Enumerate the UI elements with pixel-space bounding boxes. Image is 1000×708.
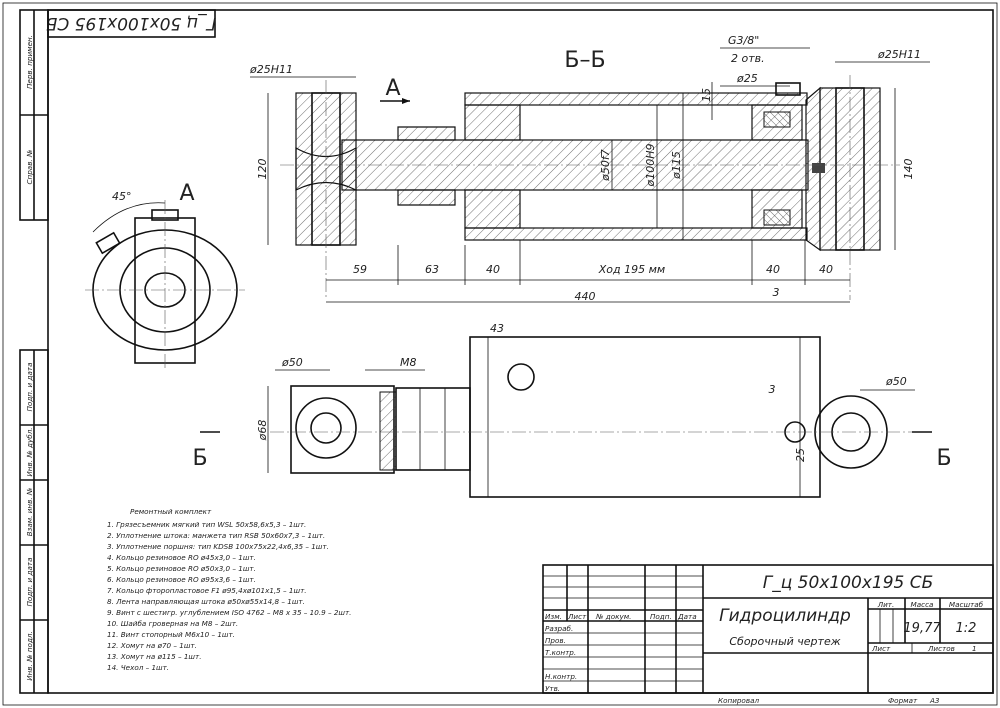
list-item: 9. Винт с шестигр. углублением ISO 4762 …: [107, 608, 351, 617]
dim-label: ø25H11: [249, 63, 293, 76]
list-item: 10. Шайба гроверная на M8 – 2шт.: [107, 619, 238, 628]
mass-value: 19,77: [903, 621, 941, 636]
copied-label: Копировал: [718, 696, 759, 705]
document-type: Сборочный чертеж: [729, 635, 840, 648]
dim-label: 25: [794, 448, 807, 462]
strip-label: Перв. примен.: [25, 35, 34, 89]
role-label: Утв.: [545, 684, 560, 693]
port-view: [507, 363, 535, 391]
format-value: А3: [929, 696, 940, 705]
list-item: 4. Кольцо резиновое RO ø45x3,0 – 1шт.: [107, 553, 256, 562]
dim-label: ø50: [281, 356, 303, 369]
side-strip: Перв. примен. Справ. № Подп. и дата Инв.…: [19, 9, 49, 694]
dim-label: ø100H9: [644, 144, 657, 188]
list-item: 2. Уплотнение штока: манжета тип RSB 50x…: [107, 531, 325, 540]
dim-label: ø50: [885, 375, 907, 388]
format-label: Формат: [888, 696, 918, 705]
strip-label: Подп. и дата: [25, 363, 34, 412]
repair-kit-title: Ремонтный комплект: [130, 507, 212, 516]
designation: Г_ц 50x100x195 СБ: [763, 573, 934, 593]
strip-label: Инв. № подл.: [25, 631, 34, 681]
dimensions: ø25H11 ø25H11 G3/8" 2 отв. ø25 15 120 14…: [249, 34, 930, 303]
dim-label: G3/8": [728, 34, 759, 47]
scale-value: 1:2: [956, 621, 977, 636]
header-label: Изм.: [545, 612, 562, 621]
scale-label: Масштаб: [949, 600, 984, 609]
strip-label: Взам. инв. №: [25, 488, 34, 537]
list-item: 7. Кольцо фторопластовое F1 ø95,4xø101x1…: [107, 586, 307, 595]
section-mark-right: Б: [936, 446, 951, 471]
role-label: Н.контр.: [545, 672, 577, 681]
role-label: Пров.: [545, 636, 566, 645]
dim-label: 63: [425, 263, 439, 276]
role-label: Т.контр.: [545, 648, 576, 657]
part-name: Гидроцилиндр: [719, 606, 851, 626]
header-label: № докум.: [595, 612, 631, 621]
list-item: 12. Хомут на ø70 – 1шт.: [107, 641, 197, 650]
strip-label: Инв. № дубл.: [25, 427, 34, 476]
dim-label: 140: [902, 159, 915, 180]
view-a: А 45°: [85, 181, 245, 370]
strip-label: Подп. и дата: [25, 558, 34, 607]
gland-nut: [397, 126, 456, 206]
dim-label: 43: [490, 322, 504, 335]
dim-label: 40: [486, 263, 500, 276]
cylinder-tube: [464, 92, 808, 106]
lit-label: Лит.: [877, 600, 895, 609]
list-item: 13. Хомут на ø115 – 1шт.: [107, 652, 201, 661]
sheets-label: Листов: [927, 644, 955, 653]
header-label: Подп.: [650, 612, 672, 621]
dim-label: 40: [819, 263, 833, 276]
dim-label: ø25H11: [877, 48, 921, 61]
header-label: Лист: [567, 612, 587, 621]
strip-label: Справ. №: [25, 150, 34, 185]
repair-kit-list: Ремонтный комплект 1. Грязесъемник мягки…: [107, 507, 351, 672]
dim-label: ø115: [670, 151, 683, 180]
list-item: 3. Уплотнение поршня: тип KDSB 100x75x22…: [107, 542, 329, 551]
list-item: 14. Чехол – 1шт.: [107, 663, 169, 672]
list-item: 6. Кольцо резиновое RO ø95x3,6 – 1шт.: [107, 575, 256, 584]
gland: [464, 104, 521, 141]
arrow-icon: [402, 98, 410, 104]
section-label: Б–Б: [564, 48, 605, 73]
dim-label: 3: [769, 383, 776, 396]
dim-label: M8: [400, 356, 417, 369]
dim-label: 440: [575, 290, 596, 303]
dim-label: Ход 195 мм: [598, 263, 665, 276]
sheets-value: 1: [972, 644, 977, 653]
header-label: Дата: [677, 612, 697, 621]
angle-label: 45°: [112, 190, 132, 203]
list-item: 8. Лента направляющая штока ø50xø55x14,8…: [107, 597, 305, 606]
dim-label: 120: [256, 159, 269, 180]
gland-nut-view: [395, 387, 471, 471]
title-block: Изм. Лист № докум. Подп. Дата Разраб. Пр…: [542, 564, 994, 705]
list-item: 1. Грязесъемник мягкий тип WSL 50x58,6x5…: [107, 520, 306, 529]
view-a-label: А: [179, 181, 194, 206]
list-item: 11. Винт стопорный M6x10 – 1шт.: [107, 630, 235, 639]
rotated-designation-stamp: Г_ц 50x100x195 СБ: [46, 9, 217, 38]
dim-label: ø25: [736, 72, 758, 85]
left-eye-view: [290, 385, 395, 474]
section-mark-left: Б: [192, 446, 207, 471]
dim-label: ø68: [256, 420, 269, 442]
side-view: Б Б 43 ø50 M8 ø68 3 25 ø50: [192, 322, 952, 498]
list-item: 5. Кольцо резиновое RO ø50x3,0 – 1шт.: [107, 564, 256, 573]
mass-label: Масса: [911, 600, 934, 609]
cylinder-body-view: [469, 336, 821, 498]
sheet-label: Лист: [871, 644, 891, 653]
view-a-marker: А: [385, 76, 400, 101]
role-label: Разраб.: [545, 624, 573, 633]
dim-label: ø50f7: [599, 149, 612, 182]
dim-label: 40: [766, 263, 780, 276]
dim-label: 3: [773, 286, 780, 299]
dim-label: 59: [353, 263, 367, 276]
port: [775, 82, 801, 96]
stamp-text: Г_ц 50x100x195 СБ: [46, 13, 217, 33]
dim-label: 15: [700, 88, 713, 102]
section-view-b-b: Б–Б А ø25H11: [249, 34, 930, 303]
dim-label: 2 отв.: [731, 52, 765, 65]
